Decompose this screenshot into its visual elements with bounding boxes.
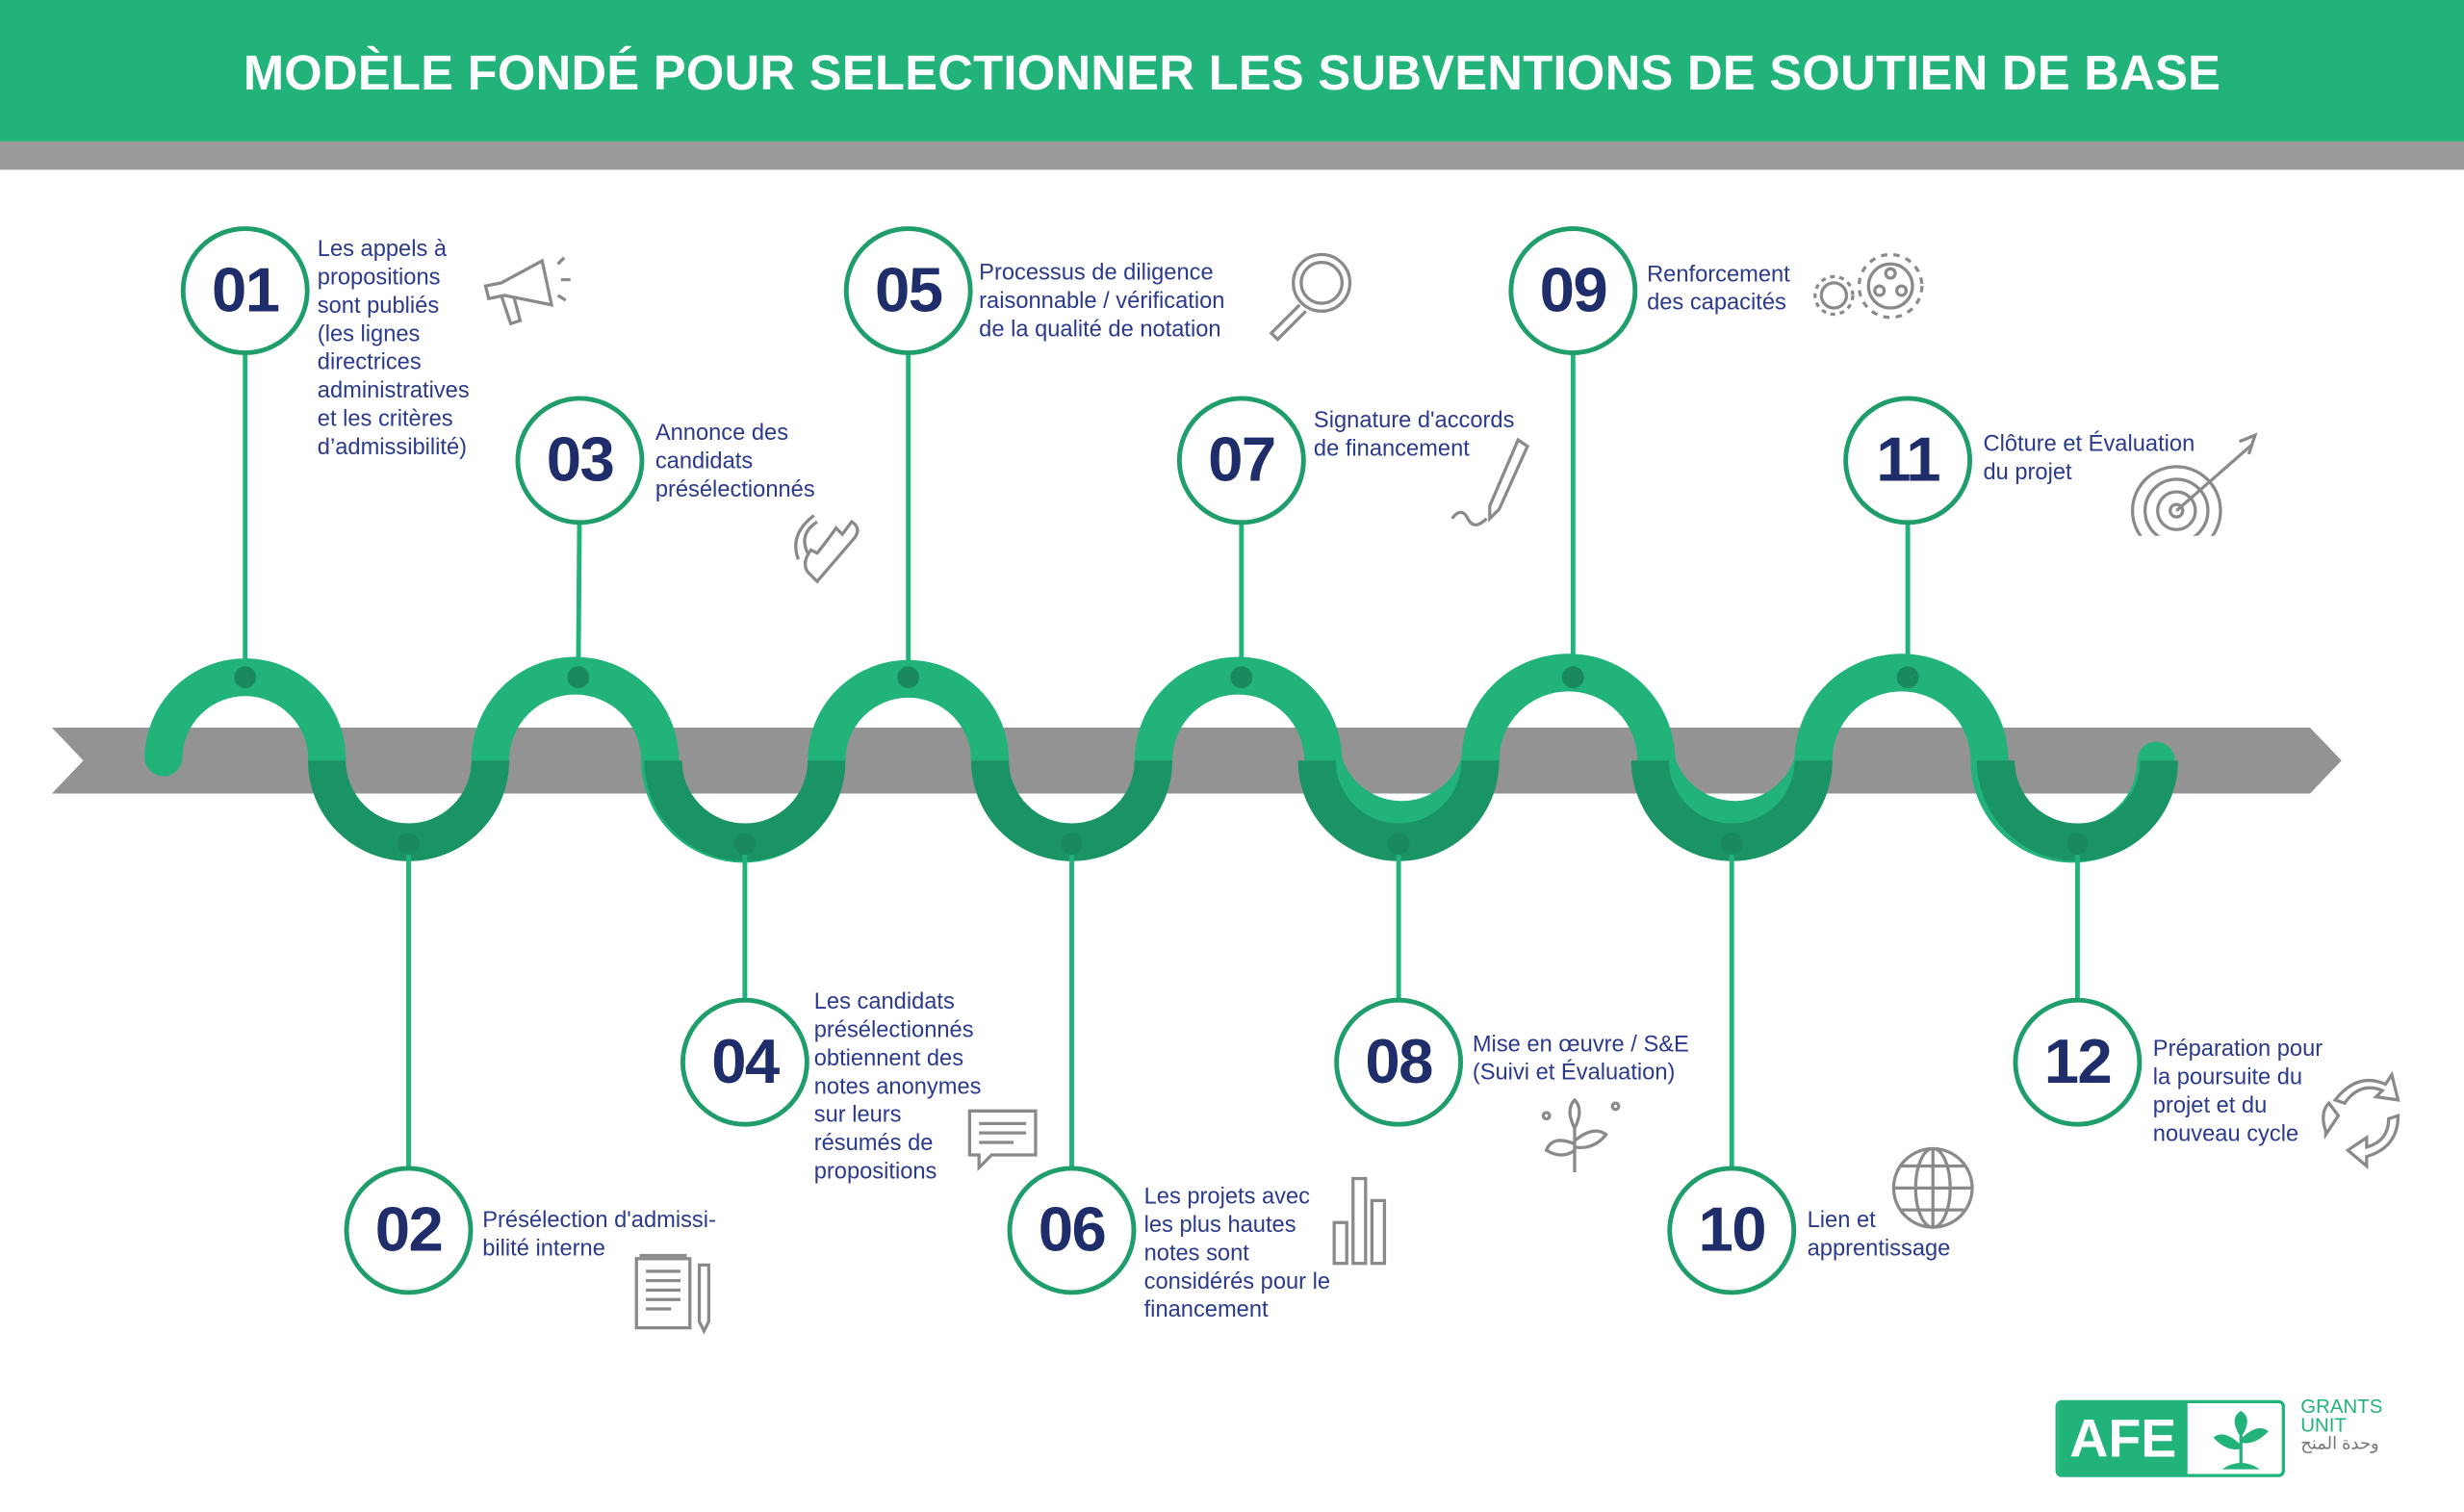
timeline-arrow [51,727,2342,794]
magnifier-icon [1265,251,1397,361]
step-12-number: 12 [2013,997,2143,1127]
connector-dot [1720,833,1743,856]
connector-dot [1230,666,1253,689]
recycle-icon [2320,1068,2451,1178]
pen-signature-icon [1449,437,1580,547]
megaphone-icon [479,251,611,361]
connector-dot [234,666,257,689]
connector-dot [1061,833,1083,856]
connector-dot [1387,833,1410,856]
grants-unit-line1: GRANTS [2300,1395,2383,1418]
step-01-number: 01 [180,226,310,355]
step-06-text: Les projets avec les plus hautes notes s… [1143,1185,1331,1323]
connector-dot [398,833,420,856]
notepad-pencil-icon [633,1249,765,1359]
gears-icon [1812,248,1944,358]
plant-icon [1537,1097,1669,1207]
target-icon [2129,432,2261,556]
step-03-number: 03 [515,396,645,525]
globe-icon [1889,1144,2021,1254]
connector-dot [733,833,757,856]
afe-logo-mark: AFE [2058,1403,2188,1474]
header-gray-band [0,141,2464,170]
grants-unit-label: GRANTS UNIT وحدة المنح [2300,1397,2382,1453]
step-02-text: Présélection d'admissi- bilité interne [482,1208,716,1263]
connector-dot [1896,666,1919,689]
step-10-text: Lien et apprentissage [1807,1208,1951,1263]
step-03-text: Annonce des candidats présélectionnés [654,421,815,503]
connector-dot [567,666,590,689]
afe-logo: AFE [2055,1399,2285,1477]
grants-unit-arabic: وحدة المنح [2300,1434,2379,1454]
step-05-number: 05 [843,226,973,355]
speech-bubble-icon [966,1108,1098,1217]
page-title: MODÈLE FONDÉ POUR SELECTIONNER LES SUBVE… [243,45,2221,101]
connector-dot [1561,666,1584,689]
step-07-number: 07 [1176,396,1306,525]
connector-dot [2066,833,2089,856]
step-11-text: Clôture et Évaluation du projet [1983,431,2195,486]
step-07-text: Signature d'accords de financement [1313,408,1515,463]
step-04-number: 04 [680,997,809,1127]
step-04-text: Les candidats présélectionnés obtiennent… [813,989,982,1186]
step-06-number: 06 [1007,1166,1137,1295]
grants-unit-line2: UNIT [2300,1414,2347,1437]
bar-chart-icon [1331,1175,1463,1285]
header-bar [0,0,2464,141]
step-11-number: 11 [1843,396,1973,525]
step-08-text: Mise en œuvre / S&E (Suivi et Évaluation… [1472,1032,1689,1087]
step-10-number: 10 [1667,1166,1797,1295]
step-05-text: Processus de diligence raisonnable / vér… [979,261,1225,343]
phone-icon [785,506,917,616]
step-02-number: 02 [344,1166,474,1295]
connector-dot [897,666,920,689]
step-08-number: 08 [1334,997,1464,1127]
step-12-text: Préparation pour la poursuite du projet … [2152,1037,2323,1147]
step-09-number: 09 [1508,226,1638,355]
step-01-text: Les appels à propositions sont publiés (… [317,237,470,461]
step-09-text: Renforcement des capacités [1647,262,1790,317]
sprout-icon [2213,1410,2269,1470]
